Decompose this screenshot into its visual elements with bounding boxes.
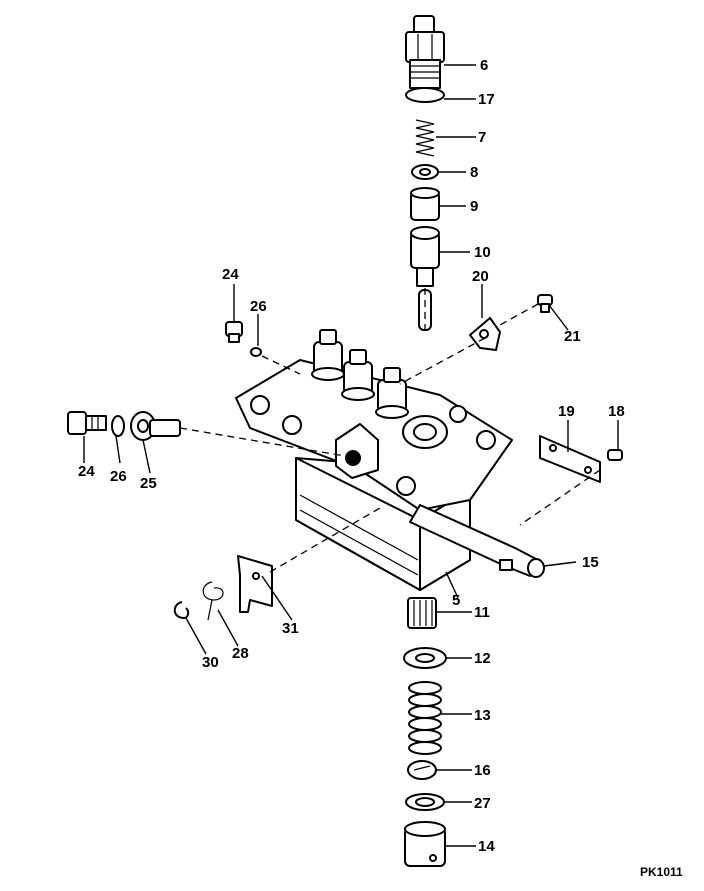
callout-20: 20 <box>472 268 489 285</box>
plunger-barrel-10 <box>410 226 440 331</box>
plate-19 <box>539 435 601 483</box>
callout-16: 16 <box>474 762 491 779</box>
callout-26-left: 26 <box>110 468 127 485</box>
callout-7: 7 <box>478 129 486 146</box>
leader-lines <box>83 64 619 847</box>
callout-28: 28 <box>232 645 249 662</box>
callout-25: 25 <box>140 475 157 492</box>
shim-27 <box>405 793 445 811</box>
delivery-valve-holder <box>405 15 445 89</box>
spring-28 <box>202 581 224 621</box>
spring-13 <box>408 681 442 755</box>
callout-30: 30 <box>202 654 219 671</box>
figure-code: PK1011 <box>640 865 683 879</box>
bolt-24-left <box>67 411 107 435</box>
callout-24-left: 24 <box>78 463 95 480</box>
callout-26-top: 26 <box>250 298 267 315</box>
callout-10: 10 <box>474 244 491 261</box>
screw-21 <box>537 294 553 313</box>
injection-pump-body-5 <box>235 329 545 591</box>
callout-21: 21 <box>564 328 581 345</box>
callout-labels: 6 17 7 8 9 10 20 21 24 26 24 26 25 19 18… <box>78 57 683 879</box>
callout-8: 8 <box>470 164 478 181</box>
callout-11: 11 <box>474 604 490 621</box>
callout-18: 18 <box>608 403 625 420</box>
bracket-20 <box>469 317 501 351</box>
callout-5: 5 <box>452 592 460 609</box>
washer-26-top <box>250 347 262 357</box>
washer-26-left <box>111 415 125 437</box>
spring-seat-16 <box>407 760 437 780</box>
callout-6: 6 <box>480 57 488 74</box>
callout-27: 27 <box>474 795 491 812</box>
callout-9: 9 <box>470 198 478 215</box>
spring-7 <box>415 119 435 157</box>
clip-30 <box>173 601 190 619</box>
callout-19: 19 <box>558 403 575 420</box>
spring-seat-12 <box>403 647 447 669</box>
gasket-17 <box>405 87 445 103</box>
callout-13: 13 <box>474 707 491 724</box>
callout-12: 12 <box>474 650 491 667</box>
washer-8 <box>411 164 439 180</box>
callout-31: 31 <box>282 620 299 637</box>
callout-14: 14 <box>478 838 495 855</box>
callout-17: 17 <box>478 91 495 108</box>
banjo-fitting-25 <box>130 411 181 441</box>
screw-18 <box>607 449 623 461</box>
valve-9 <box>410 187 440 221</box>
bolt-24-top <box>225 321 243 343</box>
tappet-14 <box>404 821 446 867</box>
callout-15: 15 <box>582 554 599 571</box>
pinion-11 <box>407 597 437 629</box>
lever-31 <box>237 555 273 613</box>
callout-24-top: 24 <box>222 266 239 283</box>
